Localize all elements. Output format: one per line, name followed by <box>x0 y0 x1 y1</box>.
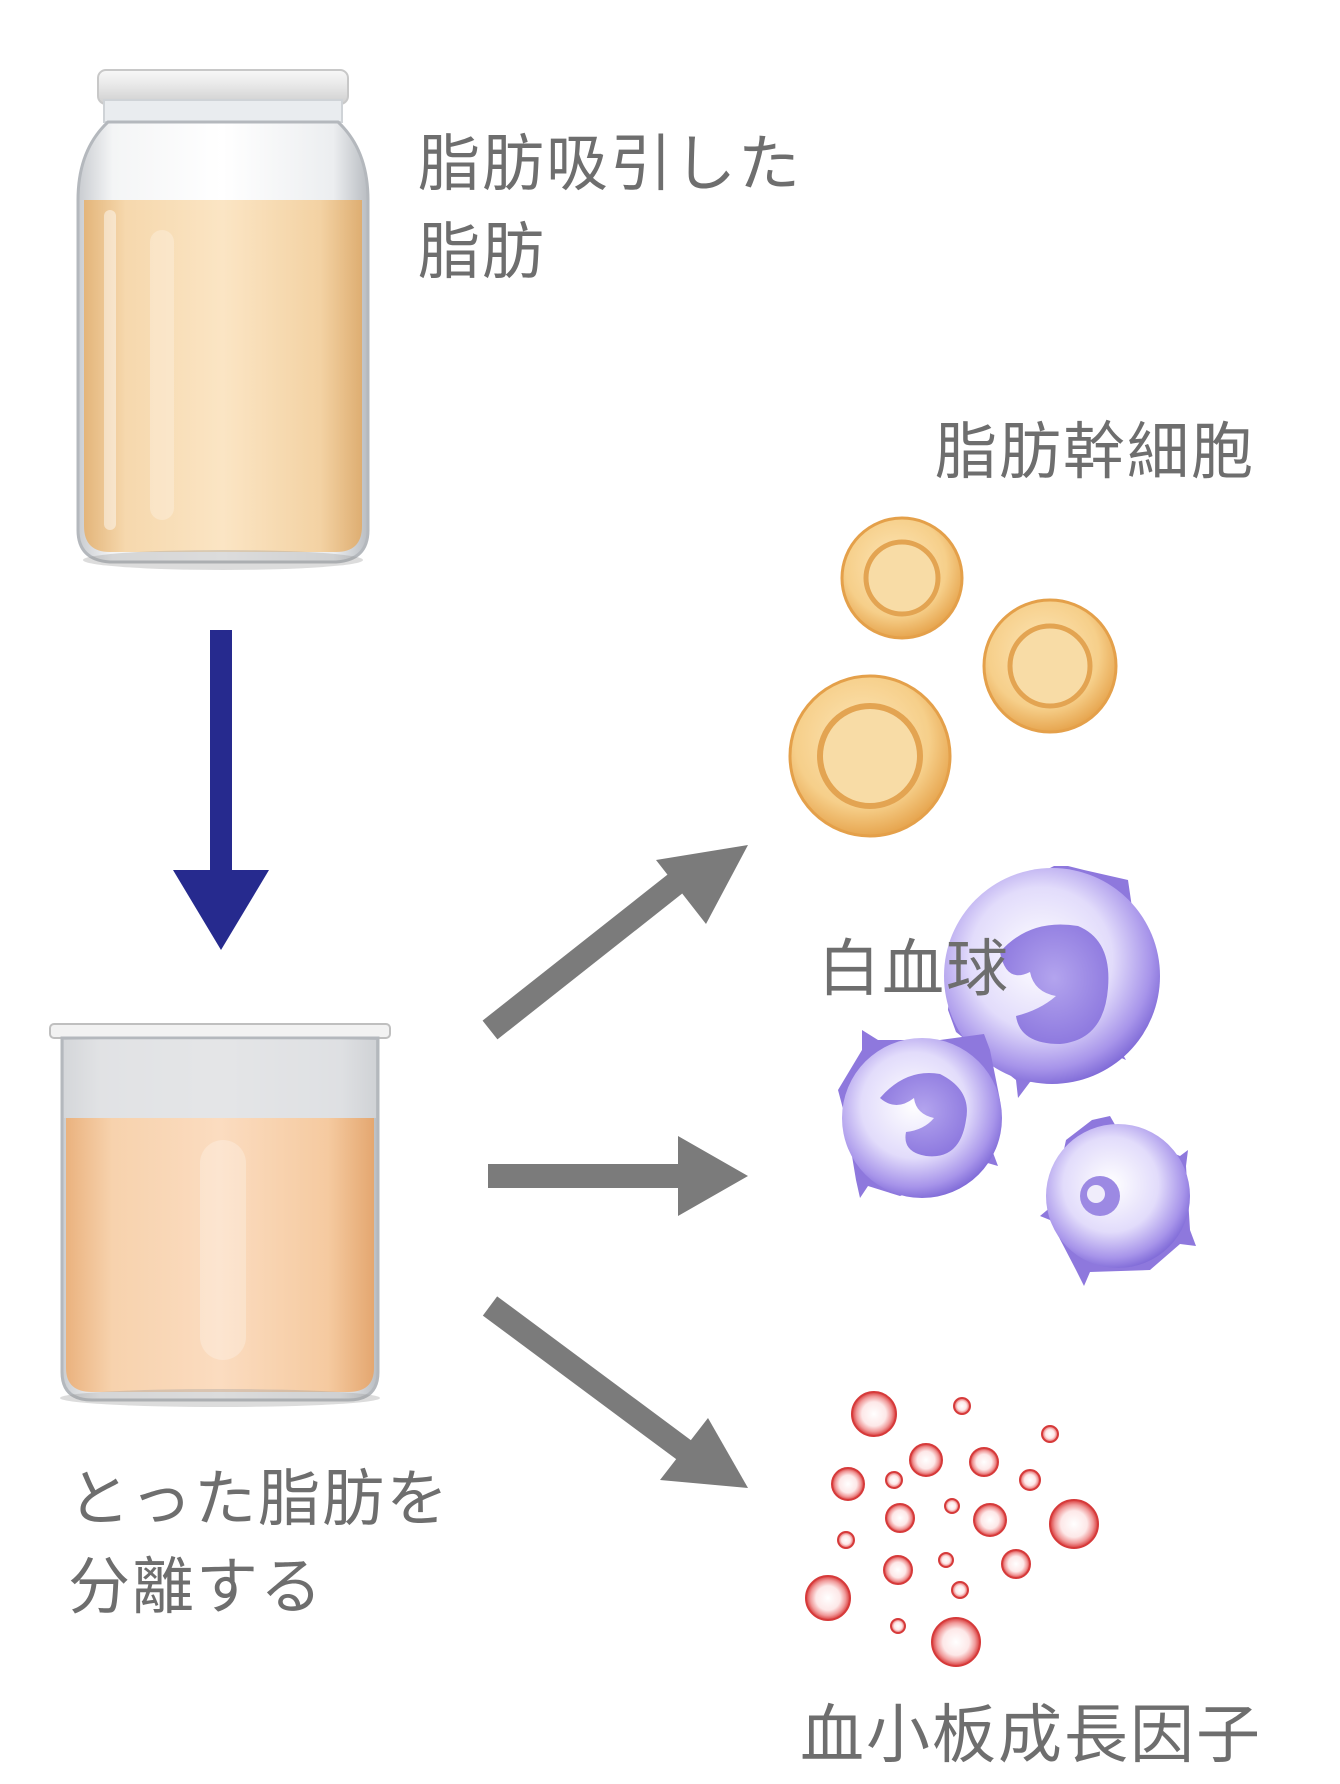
platelet <box>938 1552 954 1568</box>
stem-cells <box>788 516 1118 838</box>
platelet <box>969 1447 999 1477</box>
aspirated-fat-label-line-2: 脂肪 <box>418 215 547 288</box>
white-blood-cell <box>1040 1116 1196 1286</box>
platelet <box>973 1503 1007 1537</box>
platelet <box>909 1443 943 1477</box>
platelet <box>837 1531 855 1549</box>
platelet <box>1001 1549 1031 1579</box>
platelets <box>805 1391 1099 1667</box>
arrow-to-platelets <box>482 1296 748 1488</box>
platelet <box>883 1555 913 1585</box>
separate-fat-label: とった脂肪を 分離する <box>68 1455 450 1631</box>
beaker <box>49 1023 391 1407</box>
white-blood-cell <box>944 866 1160 1098</box>
white-blood-cell <box>838 1030 1002 1198</box>
platelet <box>931 1617 981 1667</box>
split-arrows <box>482 845 748 1488</box>
platelet <box>951 1581 969 1599</box>
platelet <box>885 1471 903 1489</box>
platelet <box>885 1503 915 1533</box>
stem-cell <box>840 516 964 640</box>
stem-cell <box>788 674 952 838</box>
separate-fat-label-line-2: 分離する <box>68 1550 325 1623</box>
aspirated-fat-label: 脂肪吸引した 脂肪 <box>418 120 802 296</box>
fat-jar <box>76 69 370 570</box>
platelet <box>1019 1469 1041 1491</box>
platelet <box>953 1397 971 1415</box>
platelet <box>831 1467 865 1501</box>
arrow-to-white-blood-cells <box>488 1136 748 1216</box>
separate-fat-label-line-1: とった脂肪を <box>68 1462 451 1535</box>
stem-cell <box>982 598 1118 734</box>
white-blood-cells <box>838 866 1196 1286</box>
platelet <box>944 1498 960 1514</box>
platelet <box>1041 1425 1059 1443</box>
white-blood-cells-label: 白血球 <box>818 932 1011 1005</box>
stem-cells-label: 脂肪幹細胞 <box>935 415 1256 488</box>
platelet-growth-factors-label: 血小板成長因子 <box>800 1699 1262 1773</box>
down-arrow <box>173 630 269 950</box>
platelet <box>890 1618 906 1634</box>
platelet <box>1049 1499 1099 1549</box>
platelet <box>851 1391 897 1437</box>
aspirated-fat-label-line-1: 脂肪吸引した <box>418 127 803 200</box>
arrow-to-stem-cells <box>482 845 748 1040</box>
platelet <box>805 1575 851 1621</box>
